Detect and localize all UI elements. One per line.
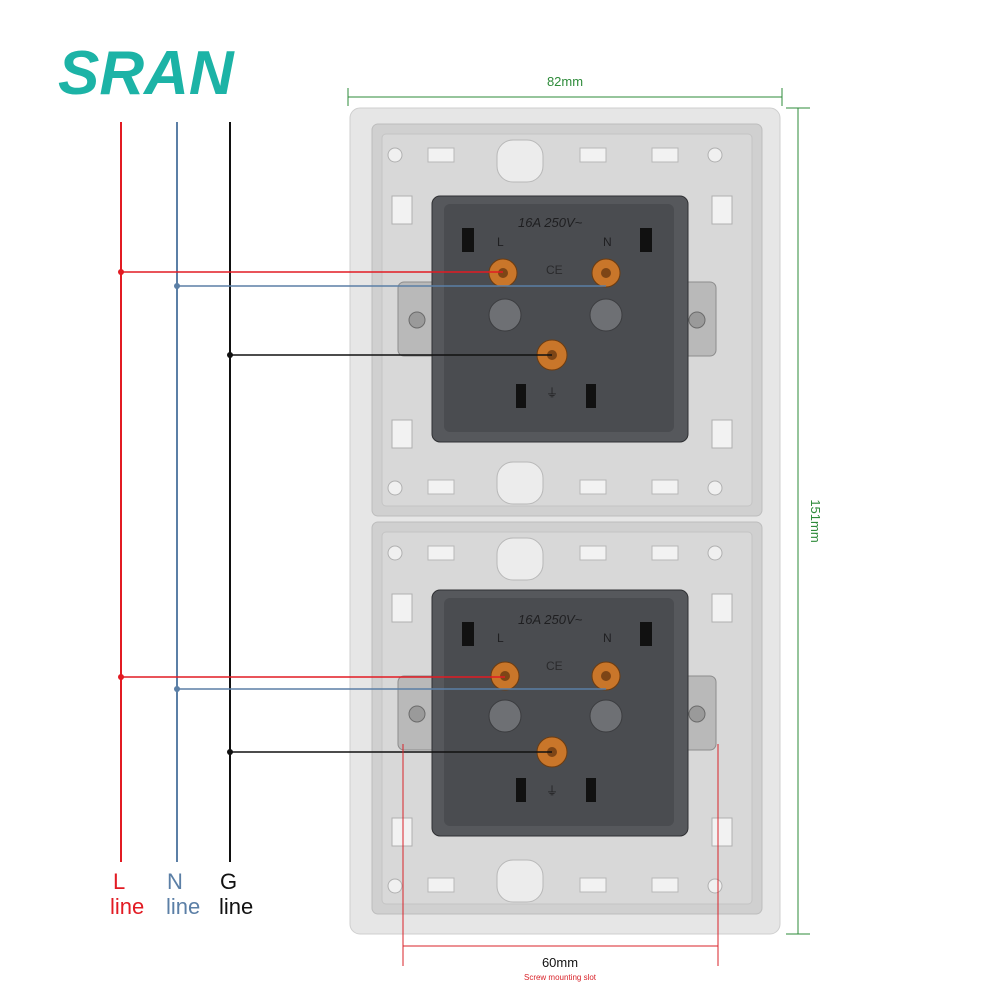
pin-label-l: L xyxy=(497,631,504,645)
wire-bus-lines xyxy=(120,122,231,862)
wire-branches-lower xyxy=(118,674,606,755)
g-word-label: line xyxy=(219,894,253,919)
socket-rating: 16A 250V~ xyxy=(518,612,583,627)
earth-mark: ⏚ xyxy=(546,784,558,798)
pin-label-l: L xyxy=(497,235,504,249)
socket-lower: 16A 250V~ L N CE ⏚ xyxy=(397,589,717,837)
sran-logo: SRAN xyxy=(58,39,235,108)
clamp-screw-icon xyxy=(408,705,426,723)
height-label-side: 151mm xyxy=(808,499,823,542)
n-letter-label: N xyxy=(167,869,183,894)
ce-mark: CE xyxy=(546,263,563,277)
height-dimension-side: 151mm xyxy=(786,107,823,935)
pin-label-n: N xyxy=(603,631,612,645)
l-word-label: line xyxy=(110,894,144,919)
width-dimension-top: 82mm xyxy=(347,74,783,106)
pin-label-n: N xyxy=(603,235,612,249)
l-letter-label: L xyxy=(113,869,125,894)
screw-slot-dimension: 60mm Screw mounting slot xyxy=(402,744,719,982)
clamp-screw-icon xyxy=(688,705,706,723)
slot-width-label: 60mm xyxy=(542,955,578,970)
n-word-label: line xyxy=(166,894,200,919)
wire-branches-upper xyxy=(118,269,606,358)
g-letter-label: G xyxy=(220,869,237,894)
clamp-screw-icon xyxy=(688,311,706,329)
socket-rating: 16A 250V~ xyxy=(518,215,583,230)
width-label-top: 82mm xyxy=(547,74,583,89)
clamp-screw-icon xyxy=(408,311,426,329)
earth-mark: ⏚ xyxy=(546,386,558,400)
wire-labels: L line N line G line xyxy=(110,869,253,919)
socket-upper: 16A 250V~ L N CE ⏚ xyxy=(397,195,717,443)
ce-mark: CE xyxy=(546,659,563,673)
slot-caption: Screw mounting slot xyxy=(524,973,597,982)
